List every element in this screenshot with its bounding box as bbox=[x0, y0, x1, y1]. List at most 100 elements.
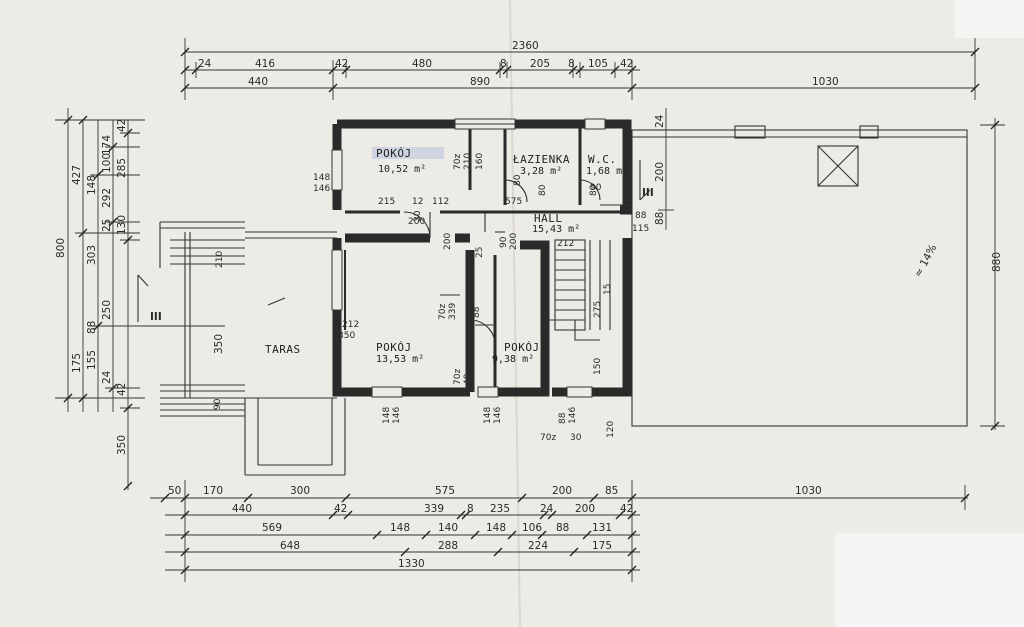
top-dim-row2-3: 1030 bbox=[812, 76, 839, 88]
room-labels: POKÓJ 10,52 m² ŁAZIENKA 3,28 m² W.C. 1,6… bbox=[376, 147, 628, 365]
left-total-label: 800 bbox=[55, 238, 67, 258]
left-dim-303: 303 bbox=[86, 245, 98, 265]
left-dim-292: 292 bbox=[101, 188, 113, 208]
interior-dim: 146 bbox=[392, 407, 402, 424]
interior-dim: 30 bbox=[413, 210, 423, 222]
bottom-dim-148b: 148 bbox=[486, 522, 506, 534]
bottom-dim-24: 24 bbox=[540, 503, 554, 515]
interior-dim: 115 bbox=[632, 224, 649, 234]
bottom-dim-575: 575 bbox=[435, 485, 455, 497]
corner-blank-top bbox=[955, 0, 1024, 38]
staircase bbox=[548, 239, 611, 341]
chimney-box bbox=[817, 145, 859, 187]
top-dim-2: 416 bbox=[255, 58, 275, 70]
interior-dim: 30 bbox=[570, 433, 582, 443]
top-dim-5: 8 bbox=[500, 58, 507, 70]
interior-dim: 12 bbox=[412, 197, 423, 207]
bottom-dim-200: 200 bbox=[552, 485, 572, 497]
bottom-dim-148: 148 bbox=[390, 522, 410, 534]
interior-dim: 88 bbox=[558, 412, 568, 424]
interior-dim: 40 bbox=[463, 373, 473, 385]
right-dim-24: 24 bbox=[654, 114, 666, 128]
interior-dim: 120 bbox=[606, 421, 616, 438]
windows bbox=[331, 118, 606, 398]
paper-fold-line bbox=[509, 0, 521, 627]
top-dimension-chain: 2360 24 416 42 480 8 205 8 105 42 440 89… bbox=[180, 38, 980, 100]
left-dim-174: 174 bbox=[101, 135, 113, 155]
interior-dim: 90 bbox=[213, 398, 223, 410]
left-dim-88: 88 bbox=[86, 321, 98, 334]
interior-dim: 212 bbox=[342, 320, 359, 330]
top-dim-7: 8 bbox=[568, 58, 575, 70]
room-label-hall: HALL bbox=[534, 212, 563, 225]
bottom-dim-140: 140 bbox=[438, 522, 458, 534]
interior-dim: 200 bbox=[408, 217, 425, 227]
misc-lines: III bbox=[267, 160, 654, 326]
left-dim-427: 427 bbox=[71, 165, 83, 185]
room-area-wc: 1,68 m² bbox=[586, 166, 628, 177]
bottom-dim-224: 224 bbox=[528, 540, 548, 552]
interior-dim: 90 bbox=[499, 236, 509, 248]
terrace: TARAS 350 III bbox=[120, 221, 346, 476]
bottom-dim-88: 88 bbox=[556, 522, 569, 534]
bottom-dim-131: 131 bbox=[592, 522, 612, 534]
room-label-taras: TARAS bbox=[265, 343, 301, 356]
interior-dim: 200 bbox=[443, 233, 453, 250]
section-arrow-right bbox=[639, 160, 651, 201]
left-dim-25: 25 bbox=[101, 219, 113, 232]
bottom-dim-50: 50 bbox=[168, 485, 181, 497]
section-mark-left: III bbox=[150, 311, 162, 323]
interior-dim: 70z bbox=[438, 304, 448, 320]
room-area-pokoj-2: 13,53 m² bbox=[376, 354, 424, 365]
interior-dim: 210 bbox=[215, 251, 225, 268]
bottom-total-label: 1330 bbox=[398, 558, 425, 570]
interior-dim: 339 bbox=[448, 303, 458, 320]
interior-dim: 148 bbox=[313, 173, 330, 183]
interior-dim: 80 bbox=[589, 184, 599, 196]
room-label-pokoj-2: POKÓJ bbox=[376, 341, 412, 354]
interior-dim: 112 bbox=[432, 197, 449, 207]
interior-dim: 80 bbox=[513, 174, 523, 186]
interior-dim: 148 bbox=[382, 407, 392, 424]
bottom-dim-300: 300 bbox=[290, 485, 310, 497]
interior-dim: 70z bbox=[540, 433, 556, 443]
room-label-pokoj-1: POKÓJ bbox=[376, 147, 412, 160]
bottom-dim-200b: 200 bbox=[575, 503, 595, 515]
bottom-dim-648: 648 bbox=[280, 540, 300, 552]
room-area-lazienka: 3,28 m² bbox=[520, 166, 562, 177]
left-dim-24: 24 bbox=[101, 370, 113, 384]
interior-dim: 575 bbox=[505, 197, 522, 207]
interior-dim: 210 bbox=[463, 153, 473, 170]
room-area-pokoj-1: 10,52 m² bbox=[378, 164, 426, 175]
left-dim-175: 350 bbox=[116, 435, 128, 455]
right-dim-88: 88 bbox=[654, 212, 666, 225]
interior-dim: 200 bbox=[509, 233, 519, 250]
top-dim-4: 480 bbox=[412, 58, 432, 70]
interior-dim: 25 bbox=[475, 247, 485, 258]
bottom-dim-339: 339 bbox=[424, 503, 444, 515]
bottom-dim-170: 170 bbox=[203, 485, 223, 497]
bottom-dim-42: 42 bbox=[334, 503, 347, 515]
top-dim-1: 24 bbox=[198, 58, 212, 70]
bottom-dim-288: 288 bbox=[438, 540, 458, 552]
left-dim-130: 130 bbox=[116, 215, 128, 235]
section-arrow-left bbox=[137, 274, 149, 322]
interior-dim: 88 bbox=[635, 211, 647, 221]
room-label-lazienka: ŁAZIENKA bbox=[512, 153, 570, 166]
bottom-dim-42b: 42 bbox=[620, 503, 633, 515]
interior-dim: 146 bbox=[313, 184, 330, 194]
left-dim-250: 250 bbox=[101, 300, 113, 320]
corner-blank-bottom bbox=[835, 533, 1024, 627]
bottom-dim-8: 8 bbox=[467, 503, 474, 515]
interior-dim: 70z bbox=[453, 154, 463, 170]
interior-dim: 212 bbox=[557, 239, 574, 249]
left-dim-155: 155 bbox=[86, 350, 98, 370]
interior-dim: 90 bbox=[590, 183, 602, 193]
top-dim-3: 42 bbox=[335, 58, 348, 70]
interior-dim: 148 bbox=[483, 407, 493, 424]
interior-dim: 15 bbox=[603, 284, 613, 295]
interior-dim: 275 bbox=[593, 301, 603, 318]
interior-dim: 146 bbox=[568, 407, 578, 424]
bottom-dim-85: 85 bbox=[605, 485, 618, 497]
